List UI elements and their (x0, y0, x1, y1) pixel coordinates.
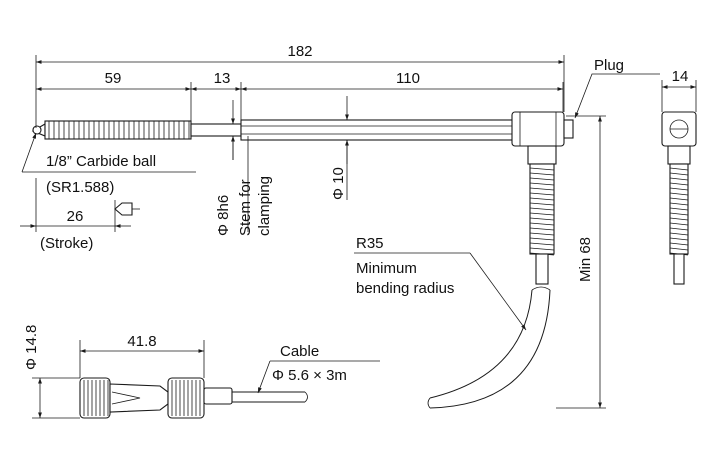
plug-label: Plug (594, 57, 624, 74)
bellows-ribs (48, 121, 190, 139)
dim-threaded-length: 59 (105, 70, 122, 87)
dim-overall-length: 182 (287, 43, 312, 60)
dim-rod-length: 110 (396, 70, 420, 87)
ball-radius-label: (SR1.588) (46, 179, 114, 196)
cable-label: Cable (280, 343, 319, 360)
connector-nut (79, 377, 111, 419)
cable-spec-label: Φ 5.6 × 3m (272, 367, 347, 384)
dim-stem-diameter: Φ 8h6 (215, 195, 232, 236)
tip-detail (114, 202, 133, 216)
dimension-lines (20, 55, 697, 419)
dim-min-height: Min 68 (577, 237, 594, 282)
bend-radius-label: R35 (356, 235, 384, 252)
probe-front-view (31, 111, 574, 409)
text-labels: 182 59 13 110 14 Plug 1/8” Carbide ball … (23, 43, 688, 384)
dim-stem-length: 13 (214, 70, 231, 87)
stem-clamping-label-2: clamping (256, 176, 273, 236)
dim-connector-length: 41.8 (127, 333, 156, 350)
cable-boot (535, 253, 549, 285)
connector-grip (167, 377, 205, 419)
clamping-stem (190, 123, 242, 137)
leg-collar (527, 145, 557, 165)
dim-rod-diameter: Φ 10 (330, 167, 347, 200)
probe-side-view (661, 111, 697, 285)
carbide-ball-label: 1/8” Carbide ball (46, 153, 156, 170)
bend-note-line1: Minimum (356, 260, 417, 277)
dim-side-width: 14 (672, 68, 689, 85)
stem-clamping-label-1: Stem for (237, 179, 254, 236)
stroke-label: (Stroke) (40, 235, 93, 252)
plug (563, 119, 574, 139)
dim-connector-diameter: Φ 14.8 (23, 325, 40, 370)
leg-ribs (529, 167, 555, 256)
dim-stroke: 26 (67, 208, 84, 225)
carbide-ball (32, 125, 42, 135)
bend-note-line2: bending radius (356, 280, 454, 297)
probe-rod (240, 119, 516, 141)
cable-connector (79, 377, 308, 419)
